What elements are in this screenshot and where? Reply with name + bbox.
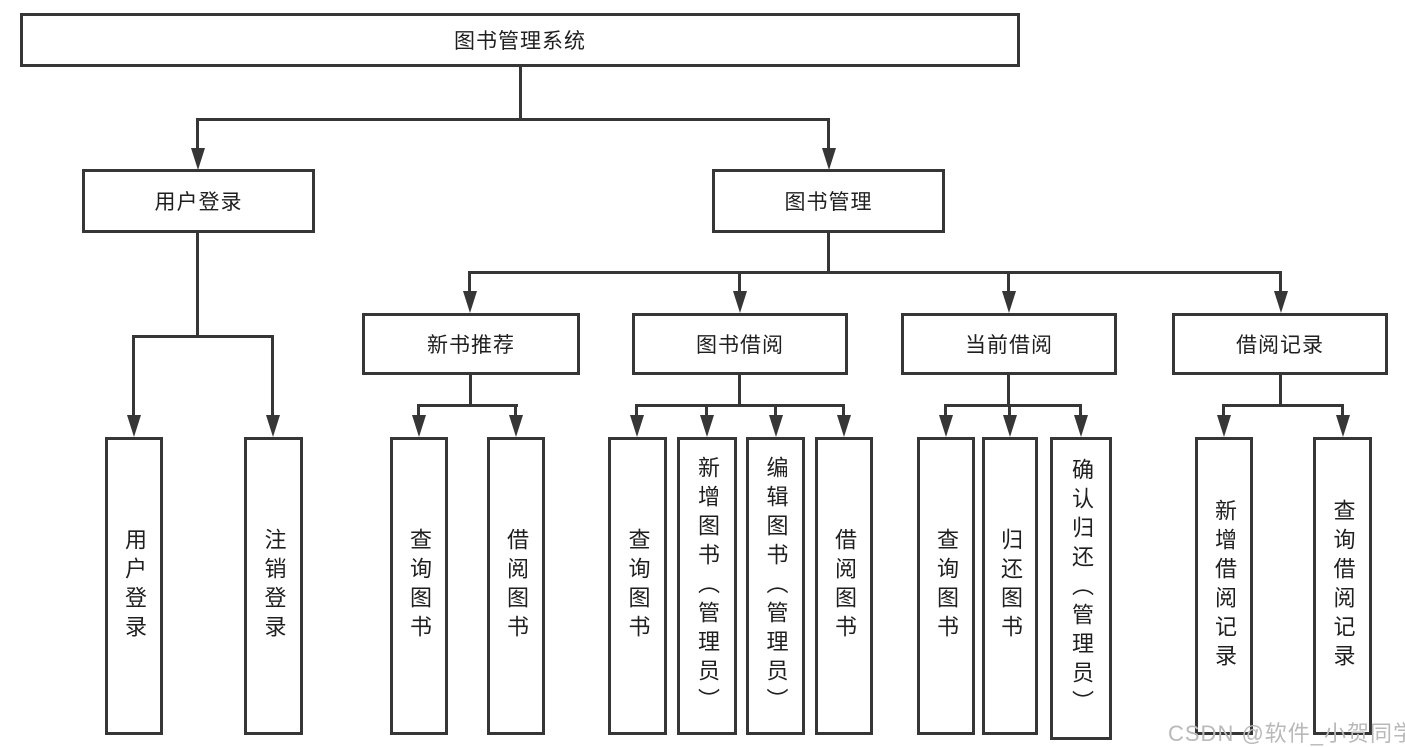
arrow-down-icon — [191, 148, 205, 170]
leaf-bb-add-books-admin: 新增图书（管理员） — [677, 437, 737, 735]
arrow-down-icon — [700, 415, 714, 437]
arrow-down-icon — [769, 415, 783, 437]
connector-drop-book-mgmt — [827, 118, 830, 150]
connector-level3-bar — [468, 271, 1282, 274]
leaf-nbr-borrow-books: 借阅图书 — [487, 437, 545, 735]
leaf-br-add-record: 新增借阅记录 — [1195, 437, 1253, 735]
connector-user-login-trunk — [196, 231, 199, 338]
leaf-bb-query-books-label: 查询图书 — [625, 528, 651, 644]
node-user-login-label: 用户登录 — [154, 191, 243, 214]
leaf-nbr-borrow-books-label: 借阅图书 — [504, 528, 529, 644]
node-current-borrow-label: 当前借阅 — [965, 334, 1053, 357]
leaf-br-query-record-label: 查询借阅记录 — [1330, 499, 1356, 673]
arrow-down-icon — [412, 415, 426, 437]
leaf-cb-query-books-label: 查询图书 — [934, 528, 959, 644]
arrow-down-icon — [1274, 291, 1288, 313]
csdn-watermark: CSDN @软件_小贺同学 — [1168, 721, 1405, 746]
leaf-cb-confirm-return-admin-label: 确认归还（管理员） — [1069, 458, 1094, 719]
node-book-mgmt: 图书管理 — [712, 169, 945, 233]
arrow-down-icon — [1003, 415, 1017, 437]
leaf-bb-borrow-books: 借阅图书 — [815, 437, 873, 735]
leaf-cb-return-books: 归还图书 — [982, 437, 1038, 735]
node-book-borrow-label: 图书借阅 — [696, 334, 784, 357]
arrow-down-icon — [463, 291, 477, 313]
node-new-book-rec-label: 新书推荐 — [427, 334, 515, 357]
node-root-label: 图书管理系统 — [454, 30, 586, 53]
connector-drop-cb-return — [1008, 404, 1011, 417]
connector-nbr-bar — [417, 404, 518, 407]
leaf-user-login-label: 用户登录 — [122, 528, 147, 644]
arrow-down-icon — [939, 415, 953, 437]
connector-drop-leaf-user-login — [132, 335, 135, 417]
leaf-nbr-query-books-label: 查询图书 — [407, 528, 432, 644]
leaf-bb-edit-books-admin: 编辑图书（管理员） — [746, 437, 805, 735]
leaf-cb-confirm-return-admin: 确认归还（管理员） — [1050, 437, 1112, 740]
connector-cb-trunk — [1007, 373, 1010, 407]
arrow-down-icon — [127, 415, 141, 437]
connector-drop-leaf-logout — [271, 335, 274, 417]
connector-level2-bar — [196, 118, 830, 121]
connector-book-mgmt-trunk — [827, 231, 830, 273]
arrow-down-icon — [630, 415, 644, 437]
connector-drop-br-query — [1341, 404, 1344, 417]
node-current-borrow: 当前借阅 — [901, 313, 1117, 375]
leaf-bb-borrow-books-label: 借阅图书 — [832, 528, 857, 644]
arrow-down-icon — [837, 415, 851, 437]
connector-drop-book-borrow — [738, 271, 741, 293]
leaf-bb-query-books: 查询图书 — [608, 437, 667, 735]
arrow-down-icon — [266, 415, 280, 437]
node-book-mgmt-label: 图书管理 — [784, 191, 873, 214]
node-user-login: 用户登录 — [82, 169, 315, 233]
connector-drop-cb-confirm — [1079, 404, 1082, 417]
connector-user-login-bar — [132, 335, 274, 338]
leaf-user-login: 用户登录 — [105, 437, 163, 735]
connector-drop-nbr-borrow — [514, 404, 517, 417]
leaf-cb-return-books-label: 归还图书 — [998, 528, 1023, 644]
leaf-bb-add-books-admin-label: 新增图书（管理员） — [695, 455, 720, 717]
connector-br-bar — [1222, 404, 1344, 407]
connector-cb-bar — [944, 404, 1082, 407]
node-borrow-record: 借阅记录 — [1172, 313, 1388, 375]
node-root: 图书管理系统 — [20, 13, 1020, 67]
leaf-bb-edit-books-admin-label: 编辑图书（管理员） — [763, 455, 789, 717]
node-book-borrow: 图书借阅 — [632, 313, 848, 375]
leaf-br-add-record-label: 新增借阅记录 — [1212, 499, 1237, 673]
connector-drop-new-book-rec — [468, 271, 471, 293]
leaf-br-query-record: 查询借阅记录 — [1313, 437, 1372, 735]
connector-drop-nbr-query — [417, 404, 420, 417]
connector-drop-current-borrow — [1007, 271, 1010, 293]
node-new-book-rec: 新书推荐 — [362, 313, 580, 375]
connector-bb-bar — [635, 404, 845, 407]
arrow-down-icon — [1074, 415, 1088, 437]
arrow-down-icon — [733, 291, 747, 313]
connector-bb-trunk — [738, 373, 741, 407]
leaf-logout-label: 注销登录 — [261, 528, 287, 644]
leaf-cb-query-books: 查询图书 — [917, 437, 975, 735]
arrow-down-icon — [822, 148, 836, 170]
connector-root-trunk — [519, 65, 522, 121]
connector-drop-bb-borrow — [842, 404, 845, 417]
connector-drop-bb-add — [705, 404, 708, 417]
arrow-down-icon — [1002, 291, 1016, 313]
connector-drop-br-add — [1222, 404, 1225, 417]
arrow-down-icon — [1217, 415, 1231, 437]
connector-nbr-trunk — [469, 373, 472, 407]
connector-drop-cb-query — [944, 404, 947, 417]
connector-drop-bb-edit — [774, 404, 777, 417]
leaf-nbr-query-books: 查询图书 — [390, 437, 448, 735]
connector-drop-user-login — [196, 118, 199, 150]
node-borrow-record-label: 借阅记录 — [1236, 334, 1324, 357]
arrow-down-icon — [1336, 415, 1350, 437]
connector-drop-bb-query — [635, 404, 638, 417]
leaf-logout: 注销登录 — [244, 437, 303, 735]
connector-drop-borrow-record — [1279, 271, 1282, 293]
arrow-down-icon — [509, 415, 523, 437]
connector-br-trunk — [1279, 373, 1282, 407]
